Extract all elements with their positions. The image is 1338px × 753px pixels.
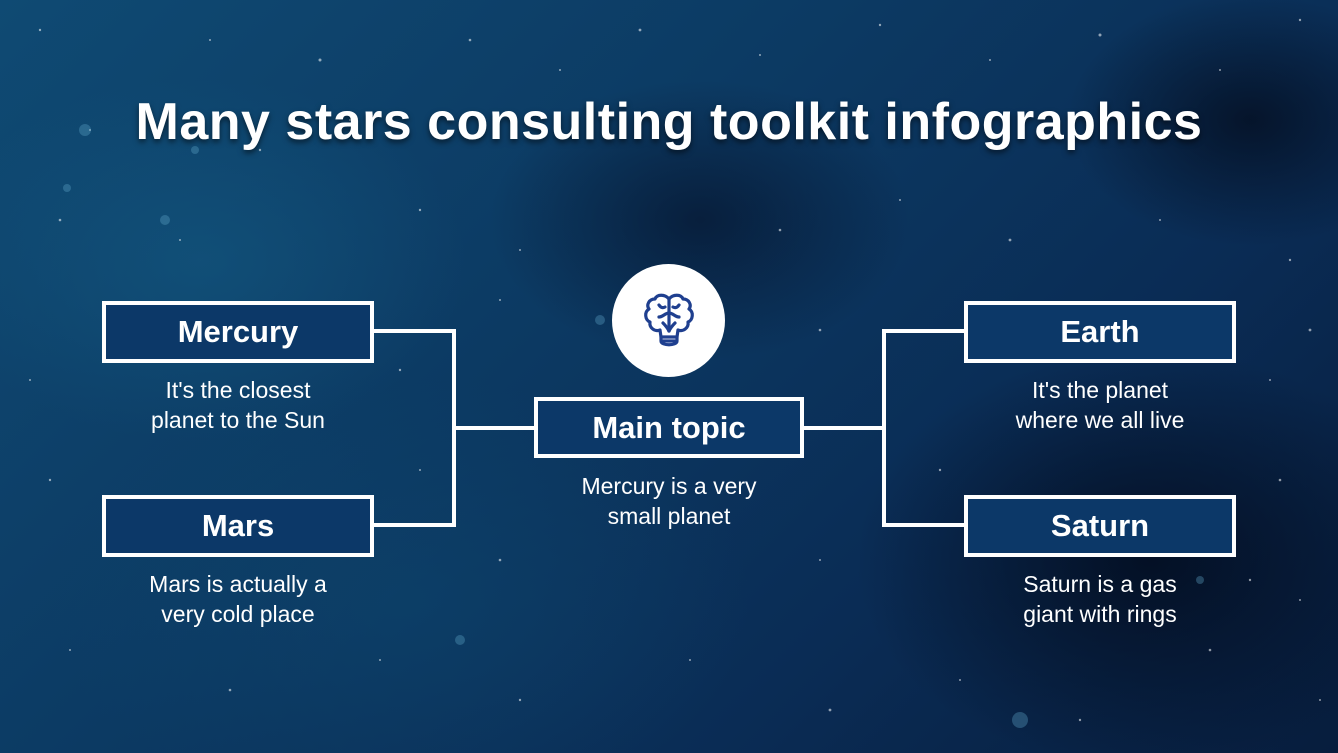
saturn-description: Saturn is a gas giant with rings bbox=[1023, 571, 1177, 627]
main-topic-box: Main topic bbox=[534, 397, 804, 458]
mercury-box: Mercury bbox=[102, 301, 374, 363]
connector-line bbox=[882, 523, 966, 527]
connector-line bbox=[882, 329, 966, 333]
mercury-description: It's the closest planet to the Sun bbox=[151, 377, 325, 433]
earth-label: Earth bbox=[1060, 314, 1140, 349]
connector-line bbox=[372, 329, 456, 333]
saturn-label: Saturn bbox=[1050, 508, 1150, 543]
mercury-label: Mercury bbox=[177, 314, 299, 349]
connector-line bbox=[802, 426, 886, 430]
main-topic-label: Main topic bbox=[592, 409, 746, 445]
mars-box: Mars bbox=[102, 495, 374, 557]
connector-line bbox=[372, 523, 456, 527]
earth-description: It's the planet where we all live bbox=[1015, 377, 1185, 433]
main-topic-description: Mercury is a very small planet bbox=[581, 473, 757, 529]
mars-description: Mars is actually a very cold place bbox=[149, 571, 327, 627]
slide-title: Many stars consulting toolkit infographi… bbox=[135, 93, 1203, 151]
mars-label: Mars bbox=[201, 508, 275, 543]
brain-lightbulb-icon-badge bbox=[612, 264, 725, 377]
saturn-box: Saturn bbox=[964, 495, 1236, 557]
connector-line bbox=[882, 329, 886, 527]
brain-lightbulb-icon bbox=[643, 293, 694, 346]
earth-box: Earth bbox=[964, 301, 1236, 363]
connector-line bbox=[452, 426, 534, 430]
